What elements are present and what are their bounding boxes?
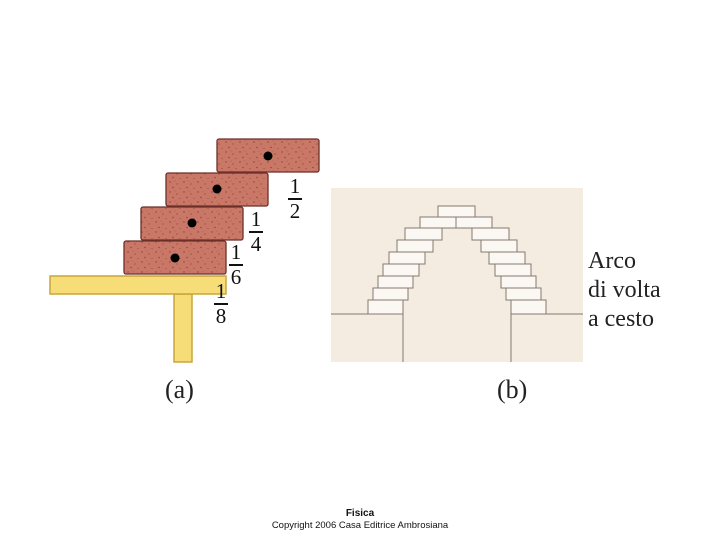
- panel-a-label: (a): [165, 375, 194, 404]
- fraction-one-quarter: 1 4: [249, 209, 263, 254]
- footer: Fisica Copyright 2006 Casa Editrice Ambr…: [0, 508, 720, 532]
- panel-b-label: (b): [497, 375, 528, 404]
- fraction-denominator: 2: [289, 198, 301, 223]
- footer-title: Fisica: [345, 508, 375, 519]
- center-of-mass-dot: [212, 184, 222, 194]
- fraction-bar: [249, 231, 263, 233]
- brick-stack: [123, 138, 320, 275]
- fraction-denominator: 4: [250, 231, 262, 256]
- fraction-bar: [229, 264, 243, 266]
- arch-caption: Arco di volta a cesto: [588, 247, 661, 334]
- center-of-mass-dot: [170, 253, 180, 263]
- arch-caption-line: a cesto: [588, 306, 654, 332]
- fraction-one-half: 1 2: [288, 176, 302, 221]
- fraction-one-eighth: 1 8: [214, 281, 228, 326]
- brick-1: [216, 138, 320, 173]
- footer-copyright: Copyright 2006 Casa Editrice Ambrosiana: [271, 520, 449, 531]
- fraction-one-sixth: 1 6: [229, 242, 243, 287]
- fraction-bar: [288, 198, 302, 200]
- arch-caption-line: Arco: [588, 248, 636, 274]
- center-of-mass-dot: [187, 218, 197, 228]
- corbel-arch: [331, 188, 583, 362]
- fraction-denominator: 8: [215, 303, 227, 328]
- table: [49, 275, 227, 363]
- fraction-numerator: 1: [215, 279, 227, 303]
- brick-3: [140, 206, 244, 241]
- brick-4: [123, 240, 227, 275]
- fraction-numerator: 1: [230, 240, 242, 264]
- table-leg: [173, 293, 193, 363]
- arch-caption-line: di volta: [588, 277, 661, 303]
- table-top: [49, 275, 227, 295]
- fraction-bar: [214, 303, 228, 305]
- fraction-denominator: 6: [230, 264, 242, 289]
- fraction-numerator: 1: [289, 174, 301, 198]
- brick-2: [165, 172, 269, 207]
- fraction-numerator: 1: [250, 207, 262, 231]
- center-of-mass-dot: [263, 151, 273, 161]
